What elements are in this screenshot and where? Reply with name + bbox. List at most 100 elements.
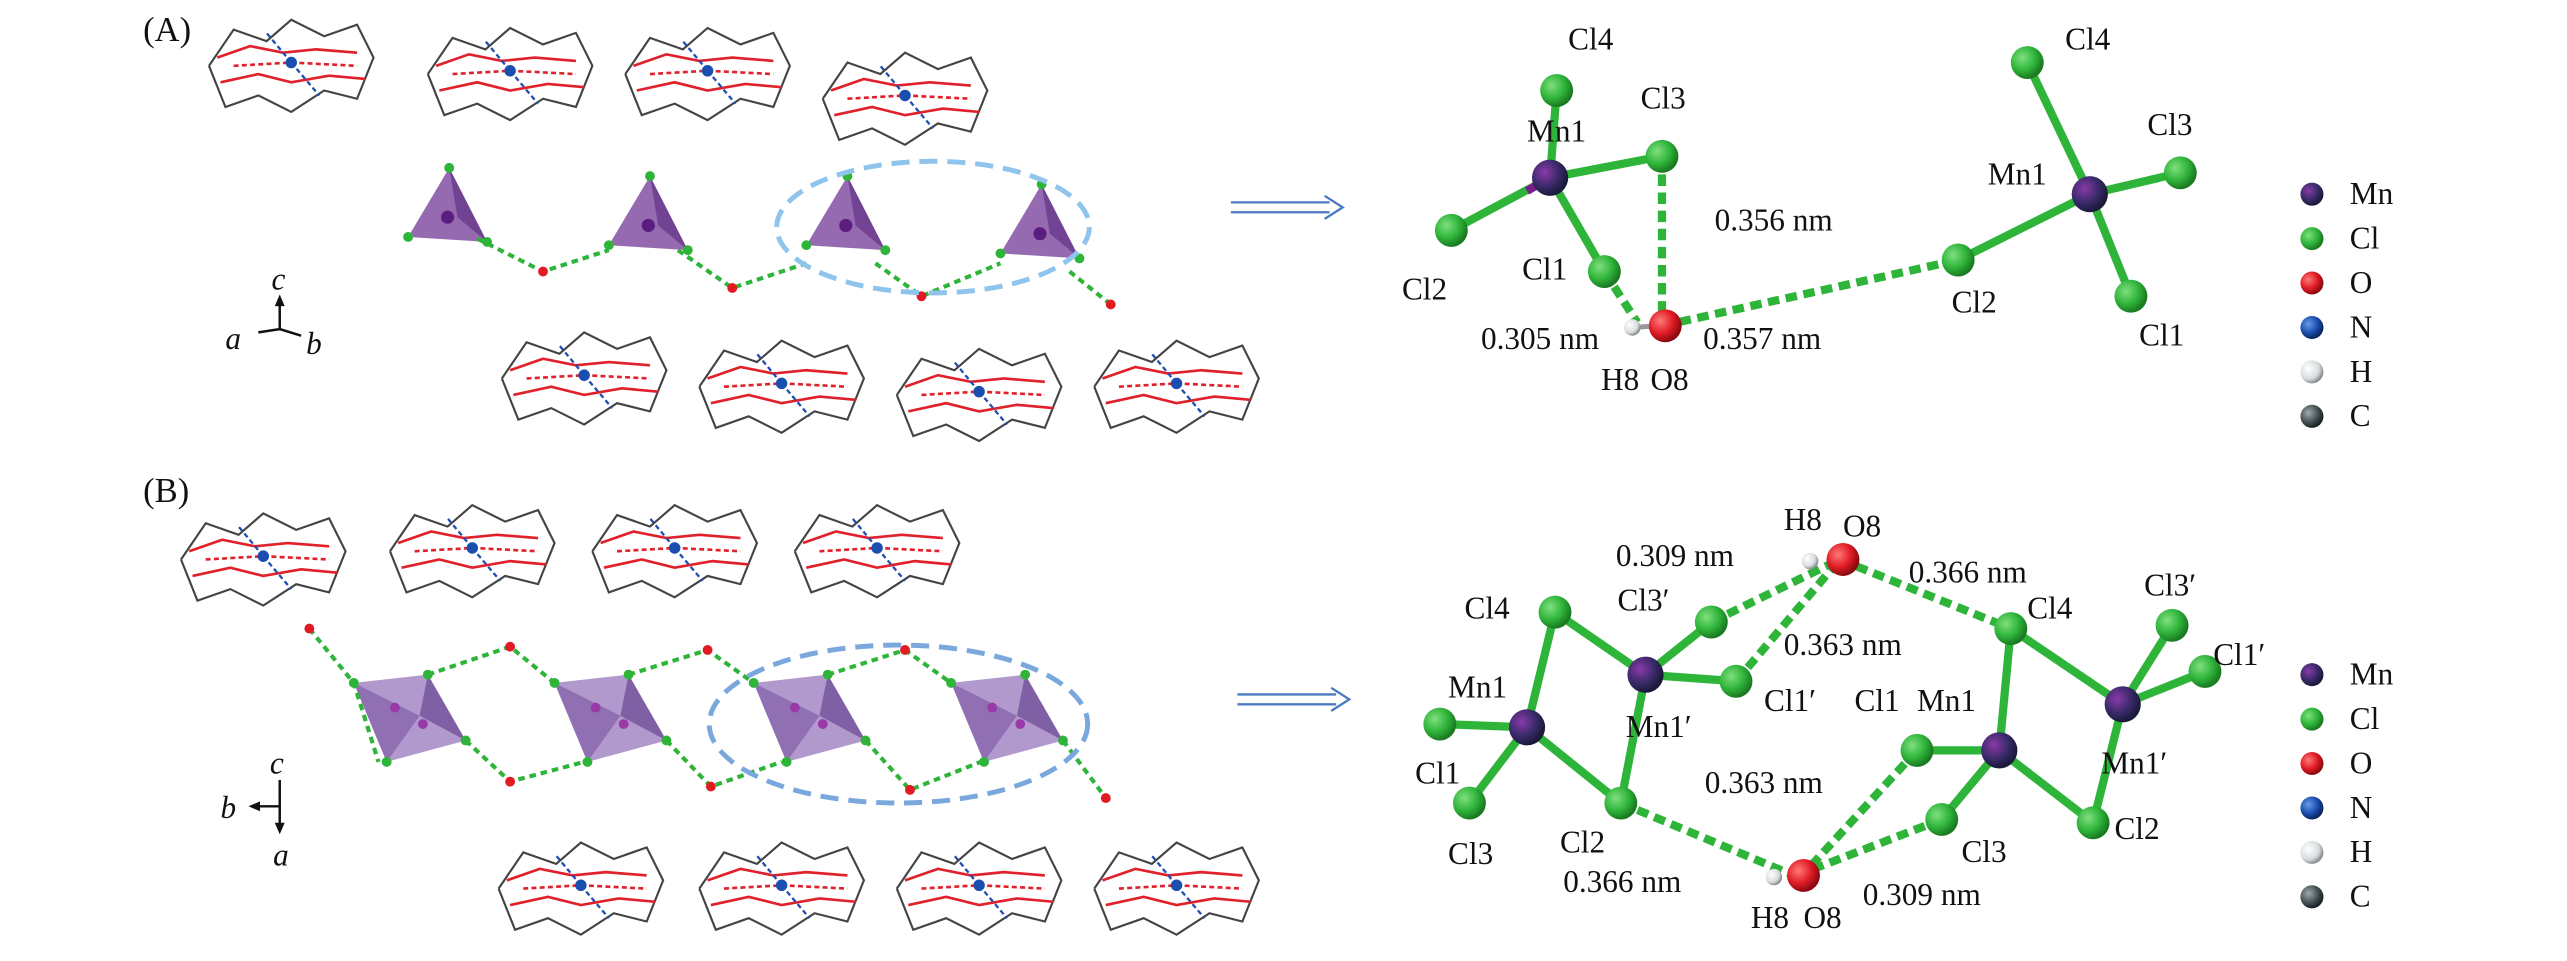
panel-b: (B) <box>143 472 2394 936</box>
hydrogen-bond <box>864 739 982 793</box>
legend-swatch-mn <box>2300 663 2324 687</box>
hydrogen-bond <box>1068 269 1113 307</box>
mn2cl6-dimer <box>549 669 672 767</box>
macrocycle <box>388 503 556 599</box>
arrow-a <box>1230 194 1345 220</box>
atom-label-cl3-right: Cl3 <box>1961 834 2006 869</box>
packing-diagram-b <box>179 503 1261 936</box>
macrocycle <box>500 331 668 426</box>
legend-swatch-n <box>2300 315 2324 339</box>
macrocycle <box>793 503 961 599</box>
distance-top-left: 0.309 nm <box>1616 538 1734 573</box>
atom-label-cl2-right: Cl2 <box>2114 811 2159 846</box>
legend-label: N <box>2350 790 2373 825</box>
hydrogen-bond <box>427 644 556 685</box>
atom-label-cl3: Cl3 <box>1448 836 1493 871</box>
axis-b: b <box>220 790 236 825</box>
highlight-ellipse <box>706 642 1091 806</box>
legend-swatch-cl <box>2300 707 2324 731</box>
detail-diagram-a: Cl4 Cl3 Mn1 Cl2 Cl1 H8 O8 0.356 nm 0.305… <box>1402 21 2197 397</box>
atom-label-mn1-right: Mn1 <box>1917 683 1976 718</box>
distance-bottom-right: 0.309 nm <box>1863 877 1981 912</box>
atom-label-cl2: Cl2 <box>1402 271 1447 306</box>
legend-label: Mn <box>2350 657 2394 692</box>
atom-label-h8: H8 <box>1601 362 1639 397</box>
legend-swatch-mn <box>2300 182 2324 206</box>
atom-label-cl1: Cl1 <box>1415 755 1460 790</box>
atom-label-cl3-right: Cl3 <box>2147 107 2192 142</box>
atom-label-o8-bottom: O8 <box>1803 900 1841 935</box>
legend-label: Cl <box>2350 220 2380 255</box>
atom-label-cl1-prime: Cl1′ <box>1764 683 1816 718</box>
legend-swatch-cl <box>2300 227 2324 251</box>
legend-label: Mn <box>2350 176 2394 211</box>
legend-label: H <box>2350 354 2373 389</box>
highlight-ellipse <box>774 158 1092 296</box>
packing-diagram-a <box>207 18 1261 443</box>
atom-label-cl4: Cl4 <box>1568 21 1614 56</box>
macrocycle <box>821 51 989 147</box>
atom-label-h8-bottom: H8 <box>1751 900 1789 935</box>
legend-label: N <box>2350 309 2373 344</box>
axis-a: a <box>273 838 289 873</box>
mn2cl6-dimer <box>946 669 1068 767</box>
distance-upper-mid: 0.363 nm <box>1784 627 1902 662</box>
panel-label-a: (A) <box>143 11 191 49</box>
atom-label-h8-top: H8 <box>1784 502 1822 537</box>
legend-swatch-o <box>2300 752 2324 776</box>
atom-label-mn1-prime: Mn1′ <box>1626 709 1692 744</box>
atom-label-cl1-right: Cl1 <box>2139 318 2184 353</box>
atom-label-cl4-right: Cl4 <box>2027 591 2073 626</box>
legend-a: Mn Cl O N H C <box>2300 176 2394 433</box>
panel-label-b: (B) <box>143 472 189 510</box>
macrocycle <box>497 841 665 936</box>
hydrogen-bond <box>676 248 807 291</box>
legend-label: H <box>2350 834 2373 869</box>
axis-a: a <box>225 321 241 356</box>
macrocycle <box>698 841 866 936</box>
mncl4-tetrahedron <box>403 162 493 247</box>
atom-label-mn1: Mn1 <box>1527 114 1586 149</box>
hydrogen-bond <box>827 647 953 685</box>
detail-diagram-b: H8 O8 0.309 nm 0.366 nm 0.363 nm 0.363 n… <box>1415 502 2265 935</box>
atom-label-mn1-prime-right: Mn1′ <box>2101 745 2167 780</box>
macrocycle <box>426 26 594 122</box>
legend-label: O <box>2350 745 2373 780</box>
macrocycle <box>179 512 347 607</box>
legend-swatch-c <box>2300 885 2324 909</box>
arrow-b <box>1237 686 1352 712</box>
atom-label-cl3-prime-right: Cl3′ <box>2144 568 2196 603</box>
atom-label-o8-top: O8 <box>1843 508 1881 543</box>
legend-label: C <box>2350 398 2371 433</box>
hydrogen-bond <box>464 738 585 784</box>
atom-label-cl2: Cl2 <box>1560 824 1605 859</box>
legend-swatch-n <box>2300 796 2324 820</box>
axis-b: b <box>306 326 322 361</box>
legend-swatch-c <box>2300 404 2324 428</box>
distance-o8-cl2: 0.357 nm <box>1703 321 1821 356</box>
macrocycle <box>698 339 866 435</box>
macrocycle <box>895 347 1063 443</box>
hydrogen-bond <box>627 647 755 685</box>
distance-cl3-o8: 0.356 nm <box>1715 202 1833 237</box>
hydrogen-bond <box>1061 739 1108 800</box>
distance-cl1-h8: 0.305 nm <box>1481 321 1599 356</box>
atom-label-cl1-right: Cl1 <box>1854 683 1899 718</box>
mncl4-tetrahedron <box>995 179 1085 264</box>
atom-label-cl2-right: Cl2 <box>1952 285 1997 320</box>
macrocycle <box>895 841 1063 936</box>
atom-label-cl1-prime-right: Cl1′ <box>2213 637 2265 672</box>
atom-label-mn1-right: Mn1 <box>1988 156 2047 191</box>
atom-label-o8: O8 <box>1650 362 1688 397</box>
axis-indicator-b: c b a <box>220 745 288 872</box>
distance-top-right: 0.366 nm <box>1909 555 2027 590</box>
mncl4-tetrahedron <box>603 171 693 256</box>
macrocycle <box>591 503 759 599</box>
distance-bottom-left: 0.366 nm <box>1563 864 1681 899</box>
legend-b: Mn Cl O N H C <box>2300 657 2394 914</box>
legend-swatch-o <box>2300 271 2324 295</box>
distance-lower-mid: 0.363 nm <box>1705 765 1823 800</box>
legend-swatch-h <box>2300 840 2324 864</box>
legend-label: O <box>2350 265 2373 300</box>
